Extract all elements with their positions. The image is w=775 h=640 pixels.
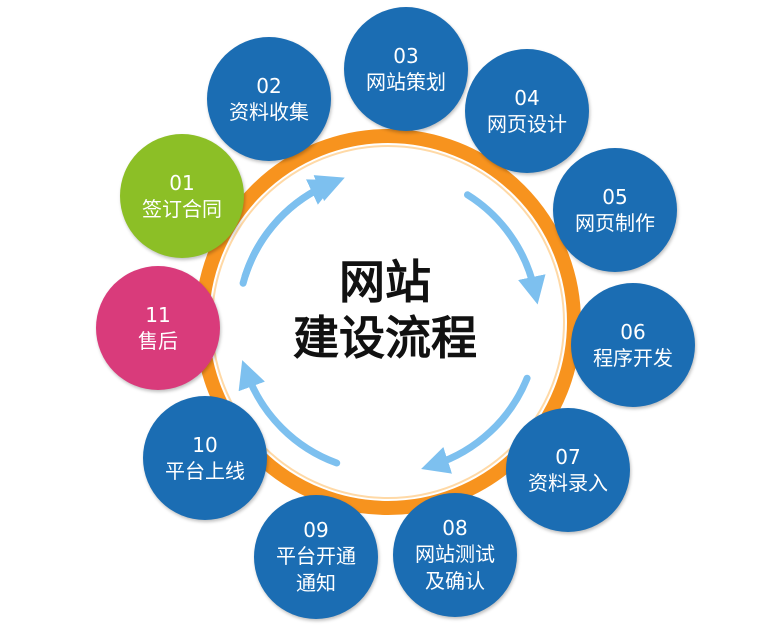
step-node-08: 08 网站测试 及确认 [393,493,517,617]
step-number: 02 [256,73,282,98]
step-number: 08 [442,516,468,540]
step-number: 04 [514,85,540,110]
step-label: 网站策划 [366,69,446,94]
step-number: 05 [602,184,628,209]
step-label-line2: 及确认 [425,569,485,593]
step-number: 11 [145,302,171,327]
cycle-arrow-4 [238,360,341,467]
step-label: 签订合同 [142,196,222,221]
step-number: 01 [169,170,195,195]
step-node-09: 09 平台开通 通知 [254,495,378,619]
step-label: 网页制作 [575,210,655,235]
step-label: 平台开通 [276,544,356,568]
step-number: 03 [393,43,419,68]
step-node-01: 01 签订合同 [120,134,244,258]
step-number: 07 [555,444,581,469]
step-node-07: 07 资料录入 [506,408,630,532]
step-label: 网站测试 [415,542,495,566]
center-title-line2: 建设流程 [293,311,477,365]
step-label: 网页设计 [487,111,567,136]
step-label: 资料收集 [229,99,309,124]
step-label: 平台上线 [165,458,245,483]
step-node-02: 02 资料收集 [207,37,331,161]
step-label: 资料录入 [528,470,608,495]
center-title-line1: 网站 [339,255,431,309]
step-node-06: 06 程序开发 [571,283,695,407]
step-label-line2: 通知 [296,571,336,595]
step-node-03: 03 网站策划 [344,7,468,131]
step-label: 程序开发 [593,345,673,370]
step-node-10: 10 平台上线 [143,396,267,520]
step-number: 09 [303,518,329,542]
step-number: 10 [192,432,218,457]
step-label: 售后 [138,328,178,353]
cycle-arrow-5 [239,179,338,287]
cycle-arrow-3 [421,374,531,474]
step-node-04: 04 网页设计 [465,49,589,173]
center-title: 网站 建设流程 [255,254,515,366]
cycle-arrow-2 [464,191,546,305]
step-node-11: 11 售后 [96,266,220,390]
step-node-05: 05 网页制作 [553,148,677,272]
step-number: 06 [620,319,646,344]
